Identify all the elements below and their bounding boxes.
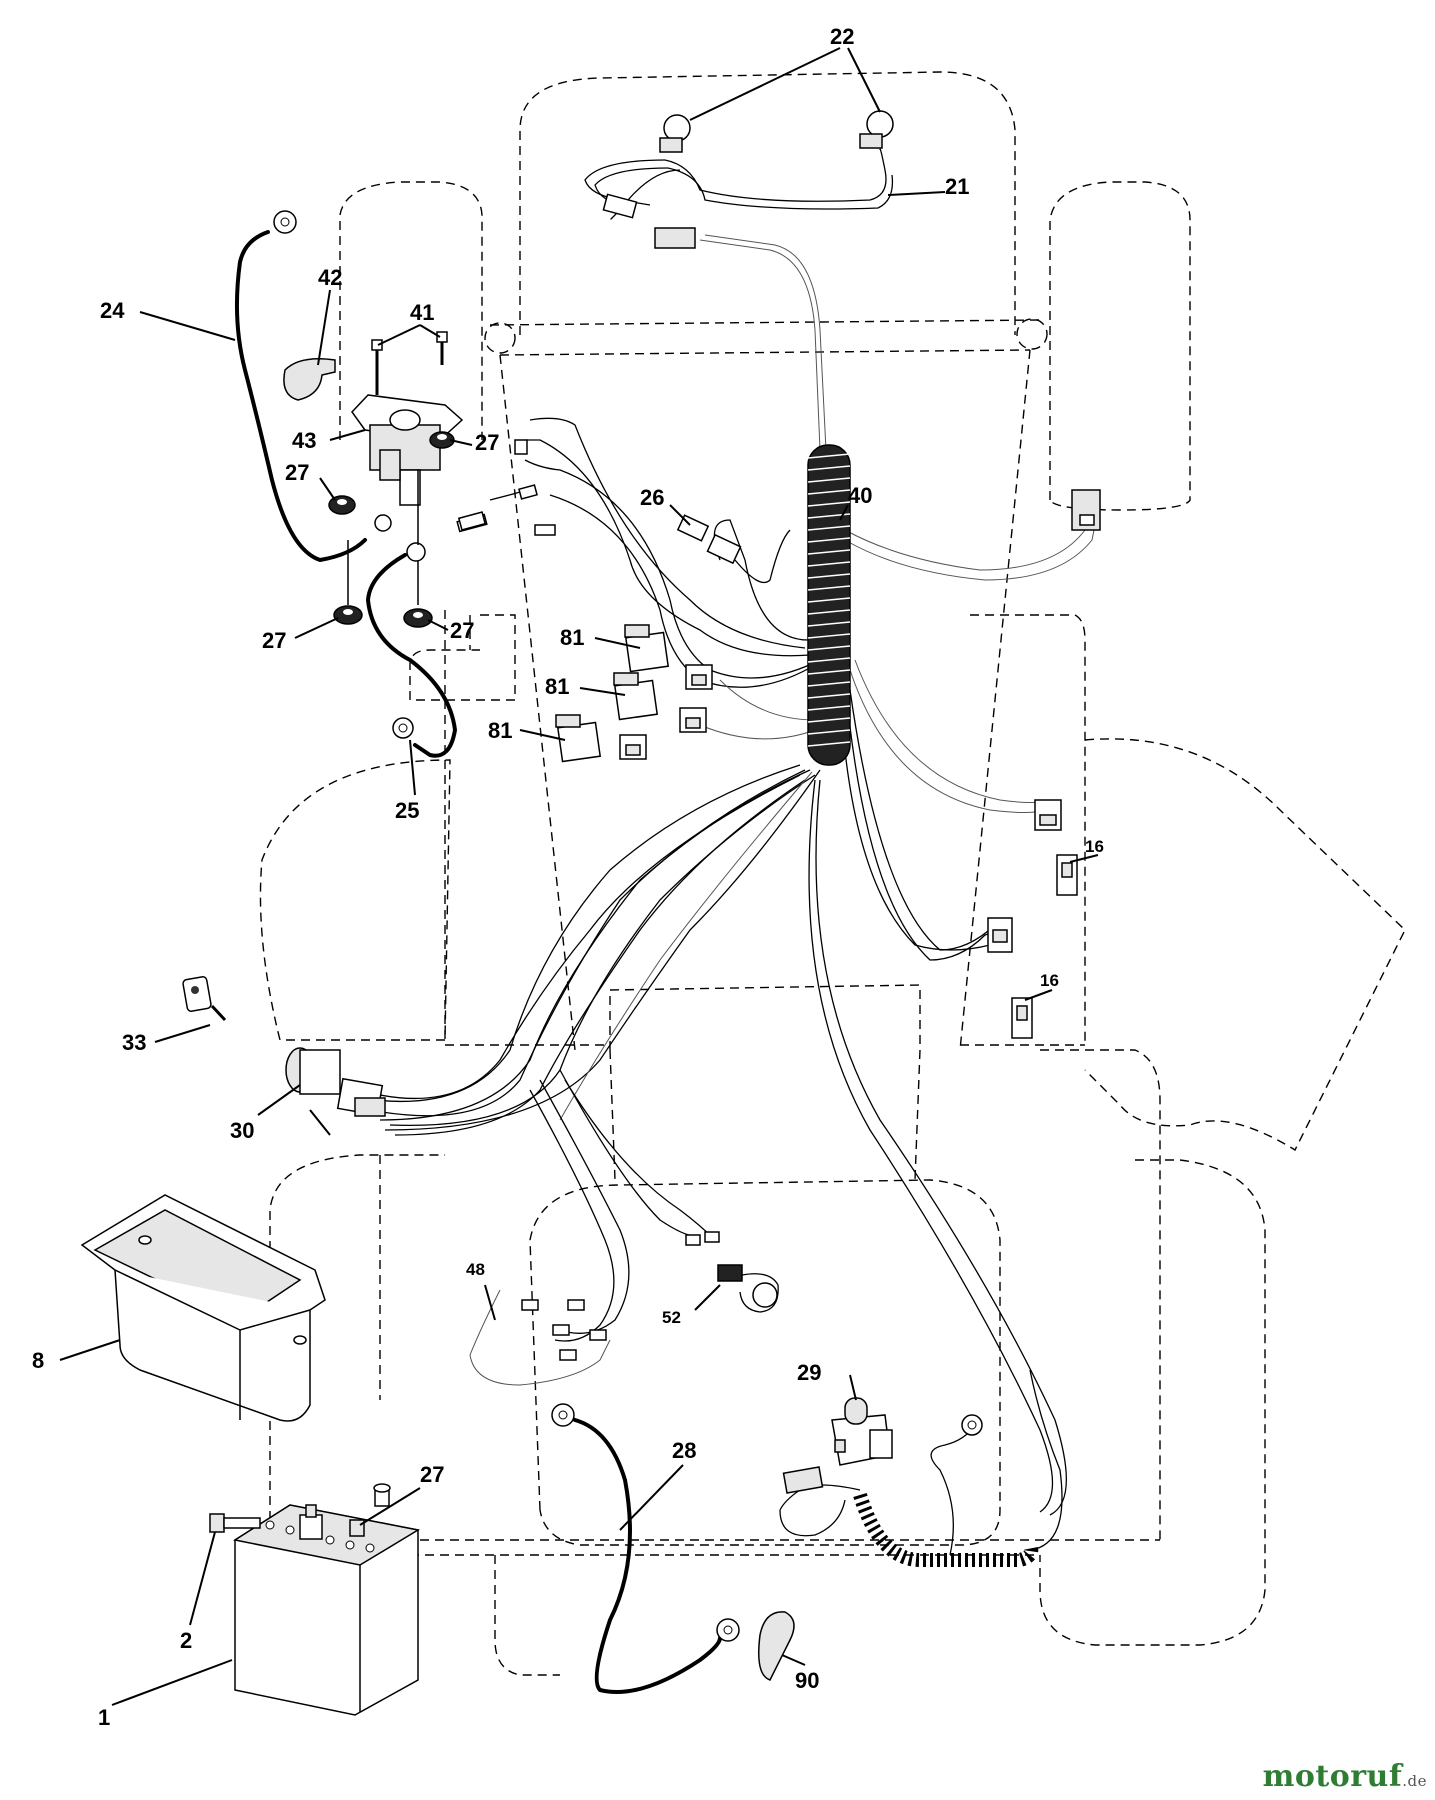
ignition-switch-30-icon bbox=[285, 1047, 386, 1136]
bolt-2-icon bbox=[209, 1513, 261, 1533]
leader-lines bbox=[59, 47, 1099, 1706]
bolts-41-icon bbox=[371, 331, 448, 395]
chassis-outline bbox=[259, 71, 1406, 1676]
relay-81-upper-icon bbox=[624, 624, 713, 690]
connector-right-upper-icon bbox=[1071, 489, 1101, 531]
ignition-key-33-icon bbox=[182, 976, 227, 1022]
callout-1: 1 bbox=[98, 1705, 110, 1730]
connector-lower-right-icon bbox=[987, 917, 1013, 953]
callout-40: 40 bbox=[848, 483, 872, 508]
callout-22: 22 bbox=[830, 24, 854, 49]
callout-27-left: 27 bbox=[285, 460, 309, 485]
callout-29: 29 bbox=[797, 1360, 821, 1385]
callout-8: 8 bbox=[32, 1348, 44, 1373]
part-callouts: 22 21 24 42 41 43 27 27 27 27 25 26 40 8… bbox=[32, 24, 1104, 1730]
callout-48: 48 bbox=[466, 1260, 485, 1279]
callout-24: 24 bbox=[100, 298, 125, 323]
headlight-harness bbox=[584, 110, 894, 249]
seat-switch-48-icon bbox=[469, 1289, 611, 1386]
callout-27-battery: 27 bbox=[420, 1462, 444, 1487]
nut-27-battery-icon bbox=[349, 1519, 365, 1537]
connector-16-upper-icon bbox=[1056, 854, 1078, 896]
switch-29-icon bbox=[831, 1397, 893, 1466]
callout-16-upper: 16 bbox=[1085, 837, 1104, 856]
watermark-suffix: .de bbox=[1402, 1772, 1427, 1790]
callout-90: 90 bbox=[795, 1668, 819, 1693]
nut-27-lower-left-icon bbox=[333, 605, 363, 625]
harness-sleeve bbox=[807, 444, 851, 766]
callout-25: 25 bbox=[395, 798, 419, 823]
callout-81-upper: 81 bbox=[560, 625, 584, 650]
battery-cable-28-icon bbox=[551, 1403, 740, 1694]
battery-box-8-icon bbox=[80, 1194, 326, 1422]
callout-27-lower-right: 27 bbox=[450, 618, 474, 643]
callout-26: 26 bbox=[640, 485, 664, 510]
main-harness bbox=[369, 234, 1099, 1516]
connector-52-icon bbox=[685, 1231, 779, 1313]
nut-27-lower-right-icon bbox=[403, 608, 433, 628]
nut-27-left-icon bbox=[328, 495, 356, 515]
headlight-bulb-left-icon bbox=[659, 114, 691, 153]
connector-16-lower-icon bbox=[1011, 997, 1033, 1039]
callout-52: 52 bbox=[662, 1308, 681, 1327]
callout-28: 28 bbox=[672, 1438, 696, 1463]
relay-81-lower-icon bbox=[555, 714, 647, 763]
terminal-boot-42-icon bbox=[283, 358, 336, 401]
callout-30: 30 bbox=[230, 1118, 254, 1143]
callout-33: 33 bbox=[122, 1030, 146, 1055]
battery-1-icon bbox=[233, 1483, 421, 1716]
headlight-bulb-right-icon bbox=[859, 110, 894, 149]
callout-81-lower: 81 bbox=[488, 718, 512, 743]
coiled-cord-icon bbox=[779, 1369, 1063, 1567]
terminal-boot-90-icon bbox=[758, 1611, 795, 1681]
callout-27-upper-right: 27 bbox=[475, 430, 499, 455]
solenoid-43-icon bbox=[351, 394, 464, 506]
connectors-26-icon bbox=[676, 514, 791, 584]
nut-27-upper-right-icon bbox=[429, 431, 455, 449]
callout-27-lower-left: 27 bbox=[262, 628, 286, 653]
callout-81-middle: 81 bbox=[545, 674, 569, 699]
connector-mid-right-icon bbox=[1034, 799, 1062, 831]
callout-21: 21 bbox=[945, 174, 969, 199]
watermark-main: motoruf bbox=[1262, 1759, 1403, 1794]
callout-2: 2 bbox=[180, 1628, 192, 1653]
ring-terminal-icon bbox=[273, 210, 297, 234]
watermark-logo: motoruf.de bbox=[1263, 1759, 1427, 1794]
battery-terminal-clamp-icon bbox=[299, 1504, 323, 1540]
callout-43: 43 bbox=[292, 428, 316, 453]
callout-41: 41 bbox=[410, 300, 434, 325]
ring-terminal-25-icon bbox=[392, 717, 414, 739]
callout-42: 42 bbox=[318, 265, 342, 290]
callout-16-lower: 16 bbox=[1040, 971, 1059, 990]
relay-81-middle-icon bbox=[613, 672, 707, 733]
solenoid-assembly bbox=[234, 210, 487, 758]
